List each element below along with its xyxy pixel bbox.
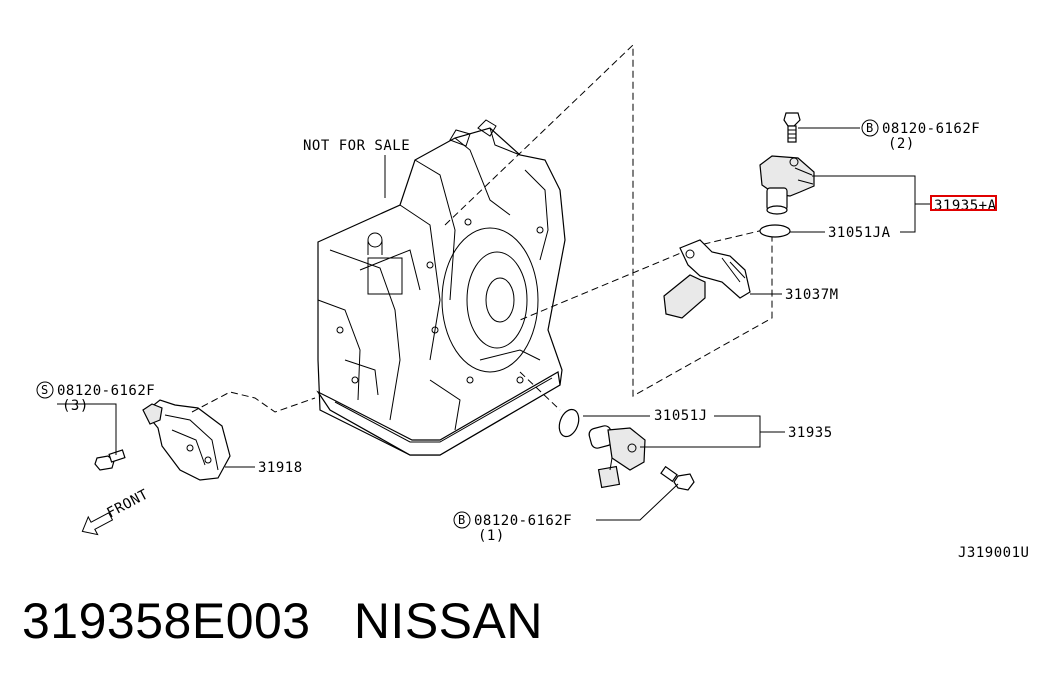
part-31918-switch: [142, 399, 231, 481]
lower-o-ring: [558, 408, 580, 438]
caption-brand: NISSAN: [353, 593, 543, 649]
sensor-bracket: [663, 239, 751, 319]
top-bolt-code: 08120-6162F: [882, 121, 980, 137]
transmission-housing: [316, 119, 566, 456]
part-31935a-highlight: [930, 195, 997, 211]
top-o-ring: [759, 224, 791, 238]
lower-sensor: [588, 425, 646, 489]
part-31935a-label: 31935+A: [934, 198, 997, 214]
left-bolt-circle: [36, 381, 54, 399]
part-31935-label: 31935: [788, 425, 833, 441]
left-bolt-qty: (3): [62, 398, 89, 414]
front-arrow-icon: [81, 512, 114, 536]
diagram-code: J319001U: [958, 545, 1029, 561]
top-group-bracket-line: [812, 175, 916, 233]
left-bolt-leader: [57, 403, 117, 455]
left-bolt-code: 08120-6162F: [57, 383, 155, 399]
top-sensor: [759, 155, 815, 215]
part-31037m-label: 31037M: [785, 287, 839, 303]
part-31051j-label: 31051J: [654, 408, 708, 424]
top-bolt-circle: [861, 119, 879, 137]
top-bolt: [783, 112, 801, 143]
lower-bolt: [660, 465, 695, 491]
lower-bolt-circle: [453, 511, 471, 529]
top-bolt-circle-letter: B: [866, 121, 873, 135]
detail-reference-box: [444, 43, 773, 397]
left-bolt: [94, 449, 126, 471]
lower-dash-line: [519, 371, 561, 411]
lower-bolt-leader: [596, 483, 679, 521]
part-31051ja-label: 31051JA: [828, 225, 891, 241]
lower-bolt-qty: (1): [478, 528, 505, 544]
part-caption: 319358E003 NISSAN: [22, 596, 543, 646]
top-bolt-qty: (2): [888, 136, 915, 152]
front-label: FRONT: [104, 486, 151, 521]
left-dash-line: [191, 391, 316, 413]
left-bolt-circle-letter: S: [41, 383, 48, 397]
not-for-sale-label: NOT FOR SALE: [303, 138, 410, 154]
lower-bolt-circle-letter: B: [458, 513, 465, 527]
part-31918-label: 31918: [258, 460, 303, 476]
lower-bolt-code: 08120-6162F: [474, 513, 572, 529]
caption-part-number: 319358E003: [22, 593, 311, 649]
